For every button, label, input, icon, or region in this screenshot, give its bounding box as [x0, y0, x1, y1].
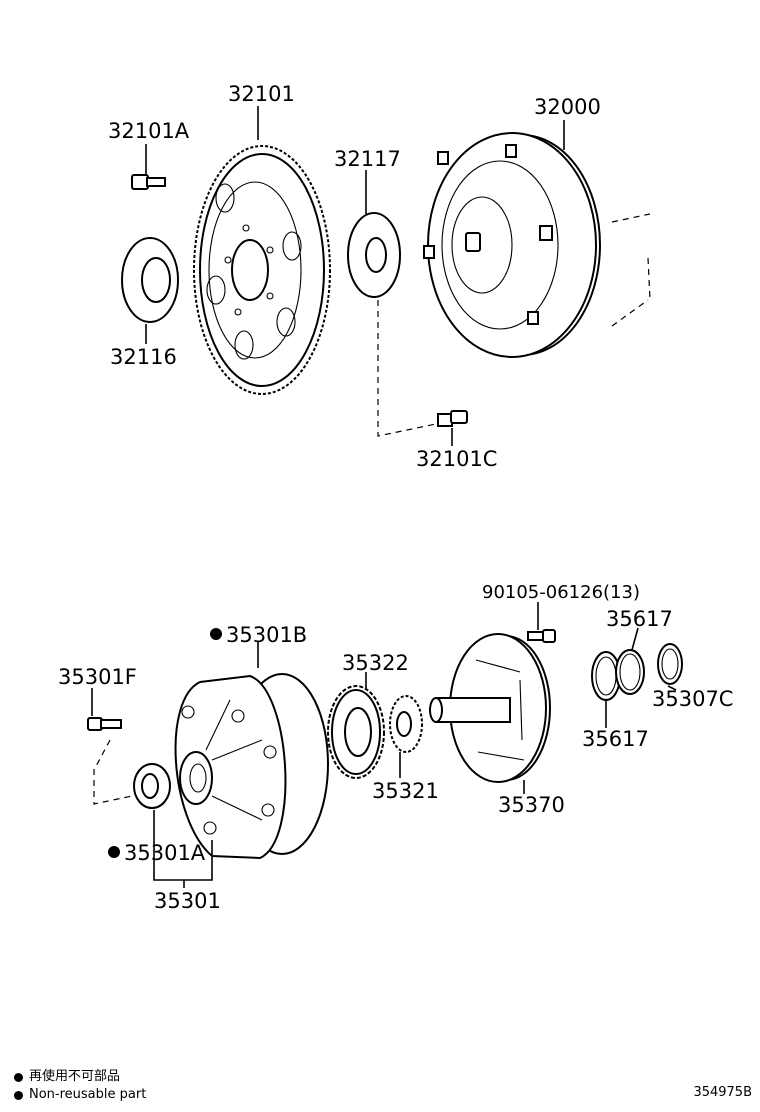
rings-35617 — [591, 649, 645, 701]
label-32117: 32117 — [334, 147, 401, 171]
label-32101A: 32101A — [108, 119, 190, 143]
pump-body-35301B — [174, 673, 329, 860]
non-reusable-bullet-35301A — [108, 846, 120, 858]
label-35370: 35370 — [498, 793, 565, 817]
label-32000: 32000 — [534, 95, 601, 119]
label-35301A: 35301A — [124, 841, 206, 865]
label-32101: 32101 — [228, 82, 295, 106]
drive-gear-35321 — [389, 695, 423, 753]
stator-shaft-35370 — [429, 633, 551, 783]
label-35321: 35321 — [372, 779, 439, 803]
label-35301: 35301 — [154, 889, 221, 913]
bolt-35301F — [87, 717, 122, 731]
bolt-90105 — [527, 629, 556, 643]
plate-32117 — [347, 212, 401, 298]
legend-row-jp: 再使用不可部品 — [14, 1068, 146, 1086]
label-90105-06126: 90105-06126(13) — [482, 582, 640, 603]
label-35301B: 35301B — [226, 623, 307, 647]
legend-text-en: Non-reusable part — [29, 1087, 147, 1102]
label-35301F: 35301F — [58, 665, 137, 689]
bolt-32101C — [437, 410, 468, 427]
drive-plate-32101 — [193, 145, 331, 395]
spacer-32116 — [121, 237, 179, 323]
ring-35307C — [657, 643, 683, 685]
bullet-icon — [14, 1090, 23, 1100]
legend: 再使用不可部品 Non-reusable part — [14, 1068, 146, 1104]
driven-gear-35322 — [327, 685, 385, 779]
bullet-icon — [14, 1072, 23, 1082]
non-reusable-bullet-35301B — [210, 628, 222, 640]
label-35322: 35322 — [342, 651, 409, 675]
label-35617-bottom: 35617 — [582, 727, 649, 751]
label-35307C: 35307C — [652, 687, 733, 711]
oil-seal-35301A — [133, 763, 171, 809]
label-32116: 32116 — [110, 345, 177, 369]
legend-text-jp: 再使用不可部品 — [29, 1069, 121, 1084]
label-35617-top: 35617 — [606, 607, 673, 631]
illustration-code: 354975B — [693, 1085, 752, 1100]
bolt-32101A — [131, 174, 166, 190]
legend-row-en: Non-reusable part — [14, 1086, 146, 1104]
torque-converter-32000 — [423, 132, 651, 358]
label-32101C: 32101C — [416, 447, 497, 471]
